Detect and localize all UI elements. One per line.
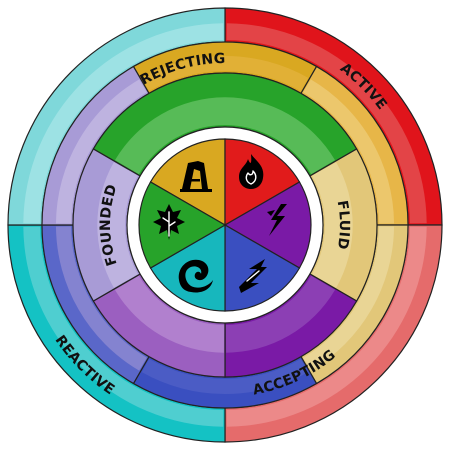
inner-ring	[72, 72, 378, 378]
label-founded: FOUNDED	[98, 182, 121, 267]
inner-ring-right-tan-highlight	[312, 162, 353, 288]
middle-ring-founded-lavender-highlight	[55, 79, 147, 224]
middle-ring-lower-left-blue-highlight	[55, 226, 147, 371]
middle-ring-rejecting-highlight	[141, 55, 309, 91]
fire-glyph-icon	[239, 154, 264, 189]
core-plant-sector	[138, 181, 227, 269]
core-air-sector	[223, 181, 312, 269]
middle-ring	[41, 41, 409, 409]
plant-glyph-icon	[153, 204, 185, 240]
inner-ring-lower-left-purple-highlight	[114, 275, 225, 353]
outer-ring-lower-right-highlight	[226, 226, 427, 427]
outer-ring-upper-left-highlight	[23, 23, 224, 224]
middle-ring-lower-right-tan-highlight	[303, 226, 395, 371]
core-fire-sector	[224, 138, 301, 227]
label-fluid: FLUID	[334, 199, 352, 250]
inner-ring-lower-right-purple-highlight	[225, 275, 336, 353]
inner-ring-left-lavender-highlight	[97, 162, 138, 288]
middle-ring-accepting-highlight	[141, 359, 309, 395]
wind-glyph-icon	[239, 259, 267, 293]
outer-ring-reactive-cyan-highlight	[23, 226, 224, 427]
inner-ring-top-green-highlight	[114, 97, 336, 175]
outer-ring-active-red-highlight	[226, 23, 427, 224]
water-glyph-icon	[178, 259, 213, 293]
middle-ring-active-gold-highlight	[303, 79, 395, 224]
air-glyph-icon	[267, 204, 287, 236]
earth-glyph-icon	[180, 161, 212, 192]
